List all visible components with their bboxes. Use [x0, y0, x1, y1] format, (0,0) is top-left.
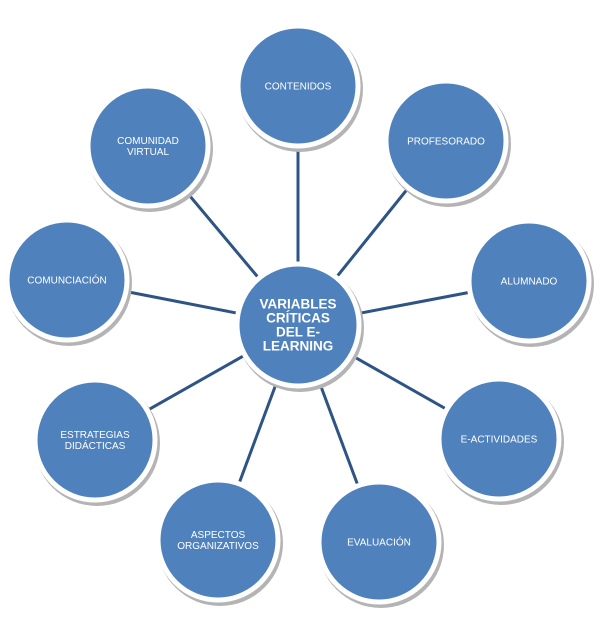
- node-e-actividades: E-ACTIVIDADES: [436, 376, 564, 505]
- node-label-aspectos-organizativos-line-1: ASPECTOS: [191, 530, 246, 541]
- node-label-aspectos-organizativos-line-2: ORGANIZATIVOS: [177, 541, 259, 552]
- node-label-comunidad-virtual-line-2: VIRTUAL: [127, 147, 169, 158]
- node-contenidos: CONTENIDOS: [235, 23, 363, 152]
- node-circle: [436, 376, 562, 502]
- node-circle: [155, 477, 281, 603]
- node-evaluacion: EVALUACIÓN: [316, 479, 444, 608]
- node-circle: [4, 217, 130, 343]
- node-label-estrategias-didacticas-line-2: DIDÁCTICAS: [65, 439, 126, 452]
- node-circle: [466, 218, 592, 344]
- center-label-line-3: DEL E-: [276, 325, 320, 340]
- node-label-evaluacion-line-1: EVALUACIÓN: [347, 536, 411, 549]
- nodes: CONTENIDOS PROFESORADO ALUMNADO E-ACTIVIDAD…: [4, 23, 594, 608]
- node-circle: [85, 83, 211, 209]
- node-label-e-actividades-line-1: E-ACTIVIDADES: [461, 435, 538, 446]
- node-label-alumnado-line-1: ALUMNADO: [501, 277, 558, 288]
- node-label-profesorado-line-1: PROFESORADO: [407, 137, 485, 148]
- node-profesorado: PROFESORADO: [383, 78, 511, 207]
- node-label-estrategias-didacticas-line-1: ESTRATEGIAS: [60, 430, 130, 441]
- node-alumnado: ALUMNADO: [466, 218, 594, 347]
- node-comunciacion: COMUNCIACIÓN: [4, 217, 132, 346]
- node-label-comunidad-virtual-line-1: COMUNIDAD: [117, 136, 179, 147]
- node-label-comunciacion-line-1: COMUNCIACIÓN: [27, 274, 106, 287]
- node-circle: [235, 23, 361, 149]
- center-label-line-4: LEARNING: [263, 339, 334, 354]
- center-label-line-2: CRÍTICAS: [266, 311, 330, 326]
- center-circle: [234, 261, 362, 389]
- node-label-contenidos-line-1: CONTENIDOS: [265, 82, 332, 93]
- node-circle: [32, 377, 158, 503]
- center-label-line-1: VARIABLES: [259, 297, 336, 312]
- node-circle: [383, 78, 509, 204]
- node-circle: [316, 479, 442, 605]
